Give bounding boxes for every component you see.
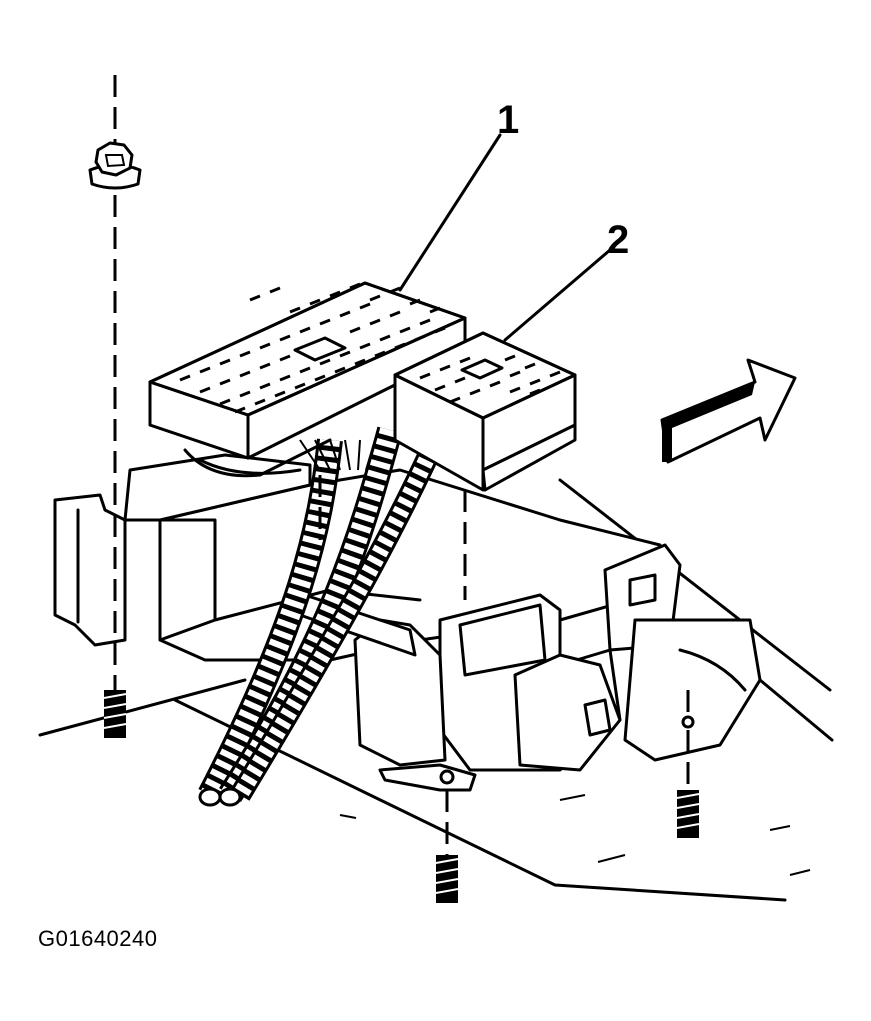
stud-right [676, 790, 700, 838]
callout-number-1: 1 [497, 98, 519, 142]
small-fuse-block [393, 331, 577, 492]
callout-1: 1 [398, 98, 519, 292]
figure-id: G01640240 [38, 926, 158, 951]
forward-arrow-icon [660, 358, 797, 464]
stud-icon [103, 690, 700, 903]
callout-number-2: 2 [607, 218, 629, 262]
mounting-panel [38, 478, 834, 902]
alignment-lines [113, 75, 690, 855]
callout-2: 2 [503, 218, 629, 342]
fuse-slots-small [419, 354, 561, 404]
wiring-harness [198, 425, 451, 807]
large-fuse-block [148, 281, 467, 460]
nut-icon [88, 141, 142, 190]
wire-bundle [183, 438, 376, 478]
stud-center [435, 855, 459, 903]
stud-left [103, 690, 127, 738]
right-bracket [438, 543, 762, 772]
fuse-slots-large [179, 282, 446, 414]
